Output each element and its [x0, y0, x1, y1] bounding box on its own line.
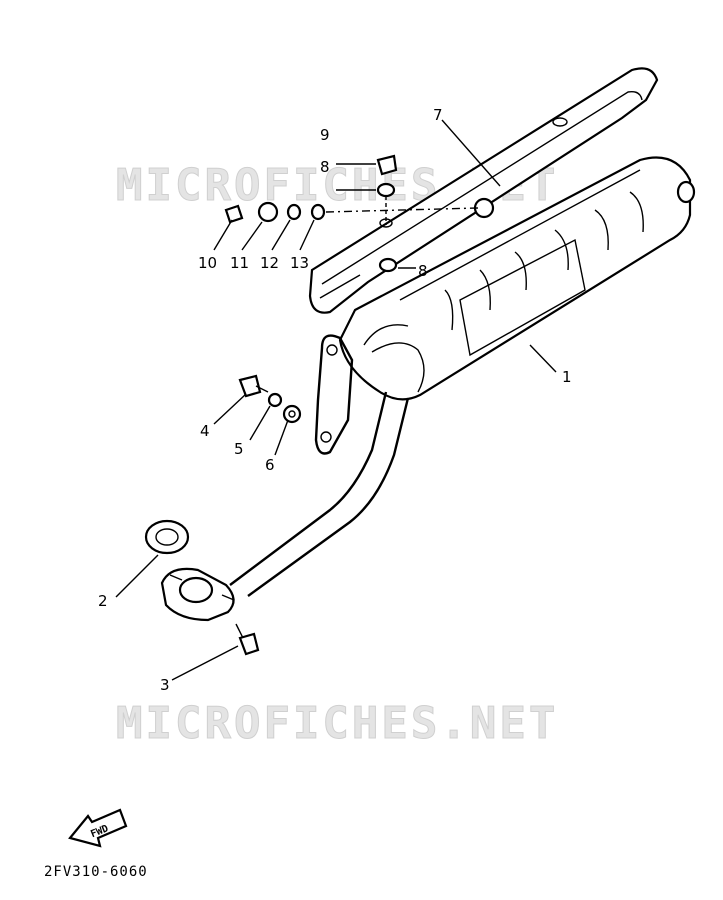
protector-fasteners	[224, 154, 495, 273]
callout-3: 3	[160, 676, 170, 694]
callout-7: 7	[433, 106, 443, 124]
watermark-bottom: MICROFICHES.NET	[116, 698, 558, 749]
callout-11: 11	[230, 254, 249, 272]
callout-13: 13	[290, 254, 309, 272]
callout-9: 9	[320, 126, 330, 144]
leader-lines	[115, 119, 557, 681]
muffler	[338, 156, 696, 401]
heat-protector	[308, 67, 659, 314]
exhaust-gasket	[144, 519, 190, 555]
callout-5: 5	[234, 440, 244, 458]
callout-12: 12	[260, 254, 279, 272]
callout-6: 6	[265, 456, 275, 474]
flange-bolt	[235, 623, 260, 656]
callout-8-lower: 8	[418, 262, 428, 280]
callout-10: 10	[198, 254, 217, 272]
callout-2: 2	[98, 592, 108, 610]
exhaust-flange	[160, 567, 235, 622]
callout-1: 1	[562, 368, 572, 386]
drawing-code: 2FV310-6060	[44, 864, 148, 880]
bracket-fasteners	[238, 374, 302, 424]
exhaust-pipe	[229, 334, 410, 597]
fwd-arrow-icon: FWD	[68, 808, 128, 848]
callout-8-upper: 8	[320, 158, 330, 176]
callout-4: 4	[200, 422, 210, 440]
